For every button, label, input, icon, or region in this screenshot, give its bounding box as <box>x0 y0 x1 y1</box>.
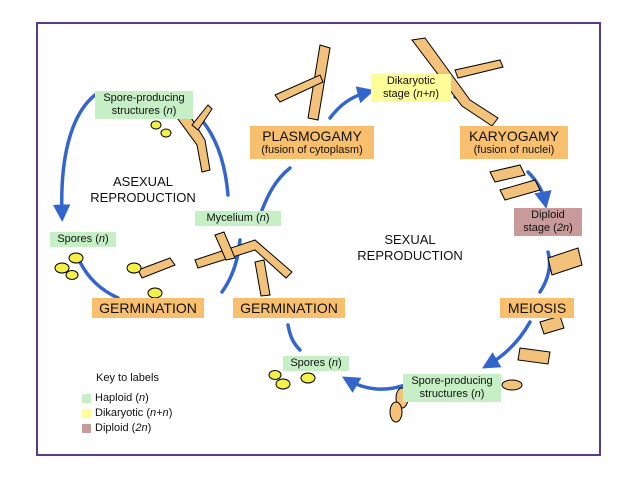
hypha-plasmogamy-b <box>274 74 324 103</box>
spores-label-bottom: Spores (n) <box>283 356 349 371</box>
meiosis-cell-b <box>517 347 551 365</box>
spore-top-2 <box>160 128 172 138</box>
arrow-diploid-to-meiosis <box>538 250 552 294</box>
mycelium-branch-a <box>214 231 236 261</box>
spore-germinating-1 <box>126 262 142 274</box>
key-item-diploid: Diploid (2n) <box>82 422 151 435</box>
hyphae-illustrations <box>137 37 583 423</box>
mycelium-main <box>194 239 293 279</box>
mycelium-branch-b <box>254 259 271 297</box>
spore-left-2 <box>68 252 84 264</box>
karyogamy-cell-a <box>489 164 526 183</box>
arrow-mycelium-to-plasmogamy <box>260 166 292 212</box>
dikaryotic-stage-label: Dikaryotic stage (n+n) <box>371 74 451 102</box>
arrow-spores-to-germination-center <box>286 323 302 352</box>
ascus-bottom-c <box>389 401 403 423</box>
arrow-meiosis-to-spore-structures <box>481 320 532 369</box>
spore-left-3 <box>65 270 79 280</box>
ascus-bottom-a <box>501 379 523 391</box>
dikaryotic-swatch <box>82 409 91 418</box>
spore-left-1 <box>54 262 70 274</box>
arrow-to-spores-left <box>52 93 97 222</box>
arrow-karyogamy-to-diploid <box>526 170 552 209</box>
arrow-mycelium-to-spore-structures <box>198 116 230 197</box>
arrow-structures-to-spores-bottom <box>341 376 407 393</box>
meiosis-label: MEIOSIS <box>500 298 574 318</box>
spore-producing-label-top: Spore-producing structures (n) <box>95 91 193 119</box>
key-item-dikaryotic: Dikaryotic (n+n) <box>82 407 172 420</box>
karyogamy-label: KARYOGAMY (fusion of nuclei) <box>460 126 568 159</box>
spore-germinating-2 <box>147 287 163 299</box>
spore-top-1 <box>150 120 162 130</box>
haploid-swatch <box>82 394 91 403</box>
mycelium-label: Mycelium (n) <box>195 211 281 226</box>
key-title: Key to labels <box>96 372 159 384</box>
spore-bottom-3 <box>268 370 282 380</box>
spore-bottom-1 <box>300 372 316 384</box>
germination-label-center: GERMINATION <box>233 298 345 318</box>
karyogamy-cell-b <box>499 179 541 201</box>
hypha-dikaryotic-a <box>411 37 499 127</box>
plasmogamy-label: PLASMOGAMY (fusion of cytoplasm) <box>250 126 374 159</box>
diploid-cell <box>547 247 583 276</box>
spores-label-left: Spores (n) <box>50 232 116 247</box>
hypha-dikaryotic-b <box>454 59 504 79</box>
spore-bottom-2 <box>275 378 291 390</box>
spore-producing-label-bottom: Spore-producing structures (n) <box>403 374 501 402</box>
meiosis-cell-a <box>539 315 565 335</box>
germination-label-left: GERMINATION <box>92 298 204 318</box>
arrow-plasmogamy-to-dikaryotic <box>328 86 375 120</box>
key-item-haploid: Haploid (n) <box>82 392 149 405</box>
hypha-top-left-branch <box>191 104 213 131</box>
diploid-stage-label: Diploid stage (2n) <box>514 208 582 236</box>
spore-illustrations <box>54 120 316 390</box>
diploid-swatch <box>82 424 91 433</box>
germinating-spore-left <box>137 257 176 279</box>
arrow-spores-to-germination-left <box>78 260 120 300</box>
